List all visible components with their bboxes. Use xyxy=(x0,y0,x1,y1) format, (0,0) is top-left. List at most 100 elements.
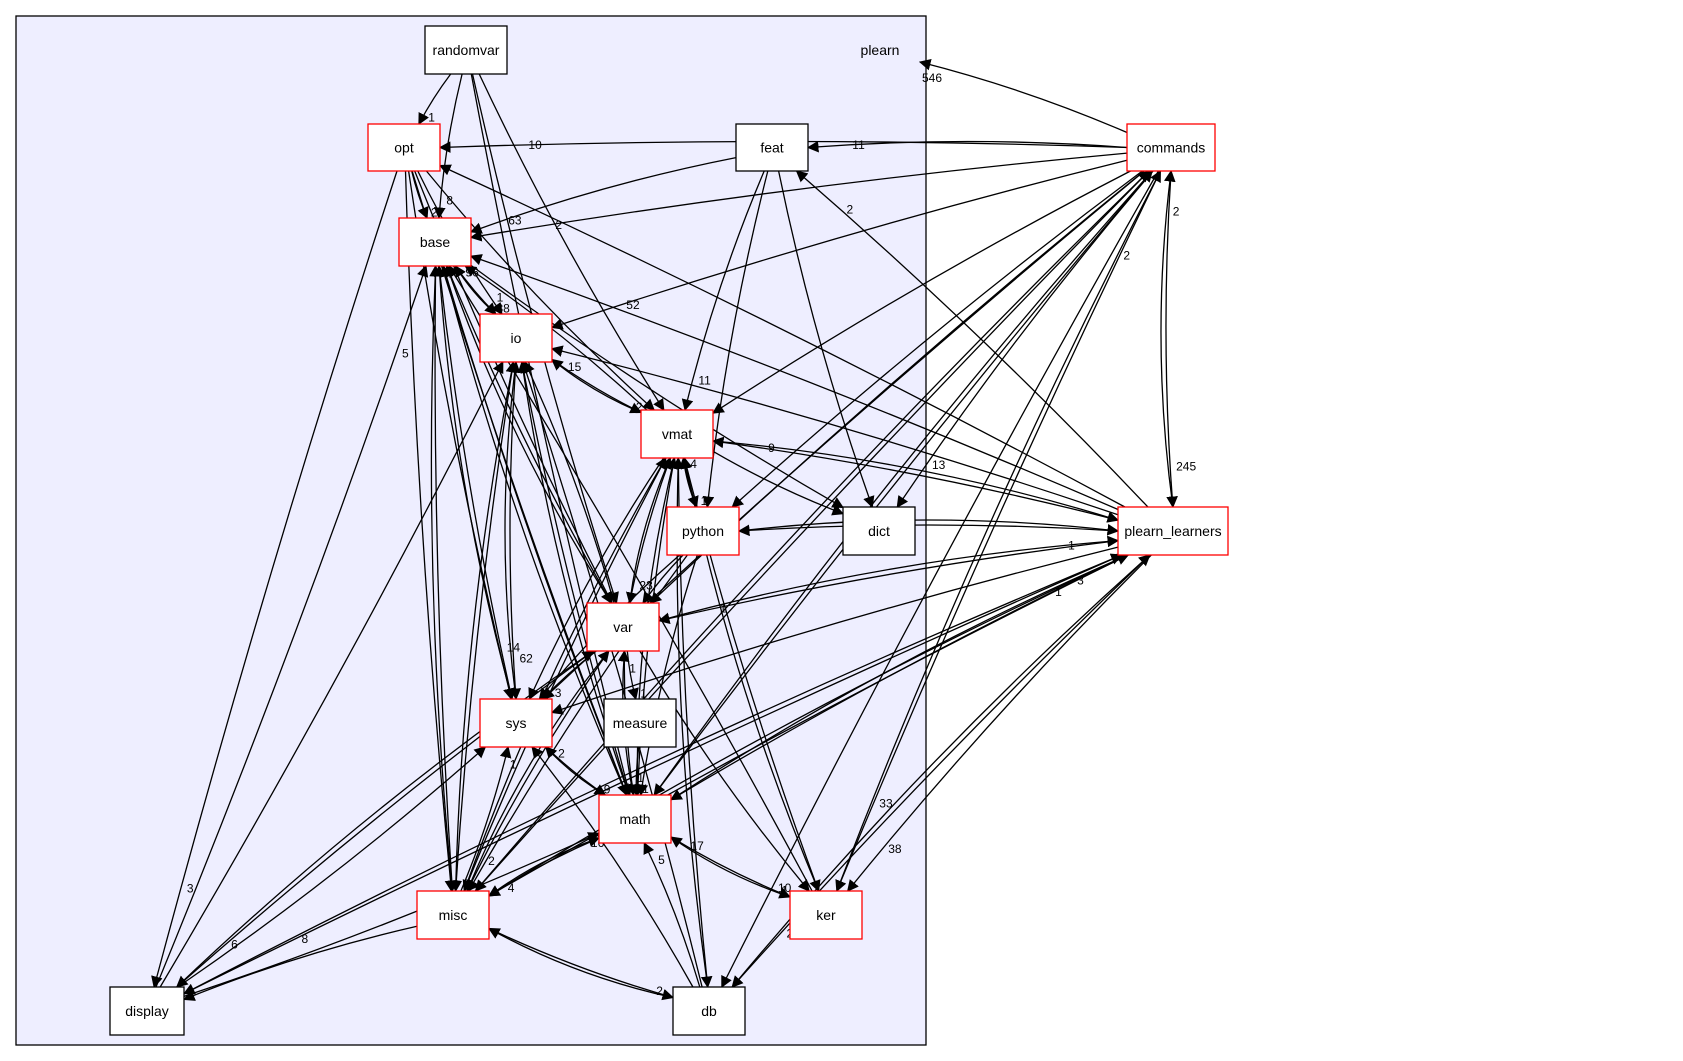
edge-vmat-to-dict xyxy=(712,450,845,516)
edge-label-sys-to-math: 9 xyxy=(604,783,611,797)
edge-plearn_learners-to-vmat xyxy=(711,436,1119,521)
edge-label-base-to-io: 38 xyxy=(497,302,511,316)
edge-label-vmat-to-var: 23 xyxy=(639,578,653,592)
edge-feat-to-vmat xyxy=(681,170,765,412)
node-box-dict[interactable] xyxy=(842,506,916,556)
edge-label-commands-to-feat: 11 xyxy=(852,138,865,152)
node-label-ker: ker xyxy=(816,907,836,923)
edge-commands-to-dict xyxy=(896,170,1154,508)
node-opt[interactable]: opt xyxy=(367,123,441,172)
edge-misc-to-commands xyxy=(475,170,1150,892)
edge-vmat-to-base xyxy=(464,265,648,411)
node-box-math[interactable] xyxy=(598,794,672,844)
edge-math-to-base xyxy=(440,264,628,796)
node-feat[interactable]: feat xyxy=(735,123,809,172)
node-db[interactable]: db xyxy=(672,986,746,1036)
edge-sys-to-io xyxy=(504,360,521,700)
edge-label-opt-to-display: 3 xyxy=(187,881,194,895)
node-box-opt[interactable] xyxy=(367,123,441,172)
edge-label-randomvar-to-opt: 1 xyxy=(428,111,435,125)
node-randomvar[interactable]: randomvar xyxy=(424,25,508,75)
node-box-vmat[interactable] xyxy=(640,409,714,459)
edge-display-to-sys xyxy=(177,746,487,988)
node-python[interactable]: python xyxy=(666,506,740,556)
edge-label-io-to-sys: 62 xyxy=(520,652,534,666)
edge-label-commands-to-io: 52 xyxy=(626,298,640,312)
node-box-db[interactable] xyxy=(672,986,746,1036)
node-var[interactable]: var xyxy=(586,602,660,652)
edge-opt-to-display xyxy=(151,170,398,989)
edge-sys-to-base xyxy=(433,264,513,700)
edge-plearn_learners-to-feat xyxy=(795,170,1149,508)
edge-label-math-to-plearn_learners: 3 xyxy=(1077,573,1084,587)
node-measure[interactable]: measure xyxy=(603,698,677,748)
node-label-python: python xyxy=(682,523,724,539)
node-commands[interactable]: commands xyxy=(1126,123,1216,172)
edge-vmat-to-sys xyxy=(528,457,665,701)
edge-randomvar-to-vmat xyxy=(478,73,665,411)
edge-commands-to-ker xyxy=(835,170,1161,893)
edge-display-to-io xyxy=(159,360,504,988)
edge-var-to-plearn_learners xyxy=(658,535,1120,622)
edge-commands-to-math xyxy=(653,170,1153,796)
node-box-misc[interactable] xyxy=(416,890,490,940)
edge-vmat-to-plearn_learners xyxy=(712,440,1120,523)
node-label-feat: feat xyxy=(760,140,783,156)
edge-db-to-misc xyxy=(487,927,674,999)
edge-label-opt-to-io: 1 xyxy=(497,291,504,305)
node-dict[interactable]: dict xyxy=(842,506,916,556)
node-box-ker[interactable] xyxy=(789,890,863,940)
node-box-display[interactable] xyxy=(109,986,185,1036)
node-sys[interactable]: sys xyxy=(479,698,553,748)
node-box-commands[interactable] xyxy=(1126,123,1216,172)
edge-label-python-to-vmat: 4 xyxy=(690,457,697,471)
node-base[interactable]: base xyxy=(398,217,472,267)
node-box-sys[interactable] xyxy=(479,698,553,748)
edge-db-to-io xyxy=(520,360,703,988)
node-ker[interactable]: ker xyxy=(789,890,863,940)
node-box-var[interactable] xyxy=(586,602,660,652)
edge-ker-to-math xyxy=(670,836,791,898)
node-box-measure[interactable] xyxy=(603,698,677,748)
node-box-randomvar[interactable] xyxy=(424,25,508,75)
edge-label-measure-to-math: 1 xyxy=(642,782,649,796)
edge-commands-to-cluster xyxy=(918,58,1128,134)
edge-measure-to-math xyxy=(630,746,642,797)
node-display[interactable]: display xyxy=(109,986,185,1036)
node-box-python[interactable] xyxy=(666,506,740,556)
edge-label-misc-to-db: 2 xyxy=(656,984,663,998)
node-label-plearn_learners: plearn_learners xyxy=(1124,523,1221,539)
edge-label-var-to-plearn_learners: 1 xyxy=(1068,539,1075,553)
edge-label-plearn_learners-to-vmat: 9 xyxy=(768,441,775,455)
node-io[interactable]: io xyxy=(479,313,553,363)
edge-plearn_learners-to-sys xyxy=(550,546,1119,715)
edge-label-commands-to-base: 2 xyxy=(555,218,562,232)
edge-label-ker-to-commands: 2 xyxy=(1123,249,1130,263)
edge-label-plearn_learners-to-commands: 2 xyxy=(1173,204,1180,218)
node-box-plearn_learners[interactable] xyxy=(1117,506,1229,556)
node-box-base[interactable] xyxy=(398,217,472,267)
node-box-io[interactable] xyxy=(479,313,553,363)
edge-vmat-to-misc xyxy=(462,457,667,893)
edge-io-to-misc xyxy=(450,361,515,893)
edge-commands-to-python xyxy=(731,170,1143,508)
edge-display-to-base xyxy=(155,264,429,988)
edge-label-math-to-var: 1 xyxy=(629,661,636,675)
node-label-base: base xyxy=(420,234,451,250)
node-misc[interactable]: misc xyxy=(416,890,490,940)
node-box-feat[interactable] xyxy=(735,123,809,172)
edge-misc-to-db xyxy=(488,927,675,1001)
node-math[interactable]: math xyxy=(598,794,672,844)
edge-misc-to-plearn_learners xyxy=(488,554,1130,897)
edge-label-vmat-to-io: 15 xyxy=(568,360,582,374)
edge-plearn_learners-to-db xyxy=(731,554,1151,988)
edge-label-misc-to-plearn_learners: 1 xyxy=(1055,585,1062,599)
edge-label-io-to-vmat: 2 xyxy=(636,400,643,414)
edge-label-randomvar-to-base: 8 xyxy=(446,194,453,208)
node-plearn_learners[interactable]: plearn_learners xyxy=(1117,506,1229,556)
node-vmat[interactable]: vmat xyxy=(640,409,714,459)
edge-label-plearn_learners-to-feat: 2 xyxy=(847,203,854,217)
cluster-label: plearn xyxy=(861,42,900,58)
node-label-randomvar: randomvar xyxy=(433,42,500,58)
edge-python-to-var xyxy=(642,554,684,604)
